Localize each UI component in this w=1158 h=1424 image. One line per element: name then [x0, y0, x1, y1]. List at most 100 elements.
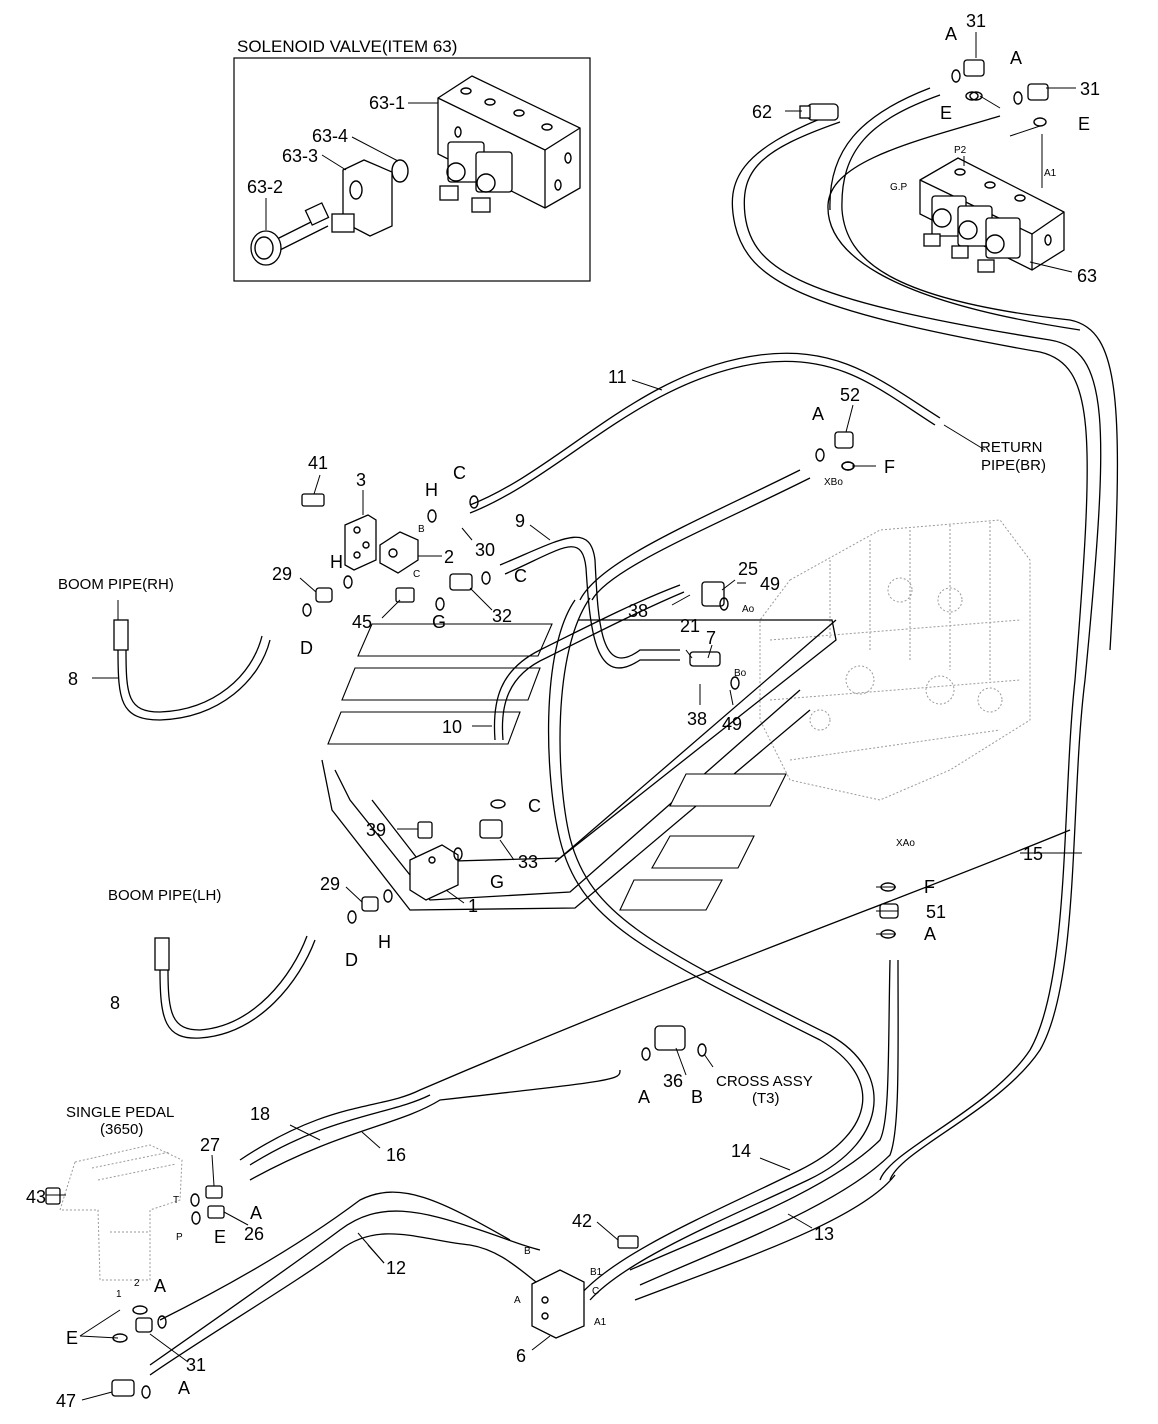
callout-62: 62 — [752, 102, 772, 122]
letter-c-lower: C — [528, 796, 541, 816]
letter-h-mid: H — [330, 552, 343, 572]
port-a1: A1 — [1044, 168, 1057, 179]
solenoid-box-title: SOLENOID VALVE(ITEM 63) — [237, 37, 457, 56]
letter-g-upper: G — [432, 612, 446, 632]
callout-25: 25 — [738, 559, 758, 579]
callout-12: 12 — [386, 1258, 406, 1278]
callout-31-lower: 31 — [186, 1355, 206, 1375]
letter-h-lower: H — [378, 932, 391, 952]
callout-2: 2 — [444, 547, 454, 567]
letter-d-upper: D — [300, 638, 313, 658]
callout-30: 30 — [475, 540, 495, 560]
callout-10: 10 — [442, 717, 462, 737]
callout-16: 16 — [386, 1145, 406, 1165]
part-callouts: 31 31 62 63 11 52 41 3 2 30 9 29 45 32 2… — [26, 11, 1100, 1411]
callout-31-top-left: 31 — [966, 11, 986, 31]
note-single-pedal-line2: (3650) — [100, 1121, 143, 1138]
port-b-block6: B — [524, 1246, 531, 1257]
callout-26: 26 — [244, 1224, 264, 1244]
letter-f-upper: F — [884, 457, 895, 477]
callout-63: 63 — [1077, 266, 1097, 286]
callout-29-lower: 29 — [320, 874, 340, 894]
letter-h-upper: H — [425, 480, 438, 500]
letter-a-52: A — [812, 404, 824, 424]
callout-39: 39 — [366, 820, 386, 840]
callout-42: 42 — [572, 1211, 592, 1231]
note-cross-assy-line1: CROSS ASSY — [716, 1073, 813, 1090]
callout-29-upper: 29 — [272, 564, 292, 584]
callout-8-upper: 8 — [68, 669, 78, 689]
callout-3: 3 — [356, 470, 366, 490]
letter-a-36: A — [638, 1087, 650, 1107]
port-2-pedal: 2 — [134, 1278, 140, 1289]
port-ao: Ao — [742, 604, 755, 615]
callout-45: 45 — [352, 612, 372, 632]
port-t-pedal: T — [173, 1195, 179, 1206]
callout-43: 43 — [26, 1187, 46, 1207]
letter-e-top-1: E — [940, 103, 952, 123]
port-a1-block6: A1 — [594, 1317, 607, 1328]
callout-47: 47 — [56, 1391, 76, 1411]
fittings — [45, 59, 1049, 1397]
port-b-block2: B — [418, 524, 425, 535]
callout-13: 13 — [814, 1224, 834, 1244]
callout-49-lower: 49 — [722, 714, 742, 734]
hoses — [117, 87, 1119, 1376]
callout-14: 14 — [731, 1141, 751, 1161]
callout-27: 27 — [200, 1135, 220, 1155]
letter-a-26: A — [250, 1203, 262, 1223]
port-b1-block6: B1 — [590, 1267, 603, 1278]
callout-32: 32 — [492, 606, 512, 626]
label-63-2: 63-2 — [247, 177, 283, 197]
note-return-pipe-line1: RETURN — [980, 439, 1043, 456]
letter-a-51: A — [924, 924, 936, 944]
letter-e-pedal: E — [66, 1328, 78, 1348]
callout-8-lower: 8 — [110, 993, 120, 1013]
diagram-notes: RETURN PIPE(BR) BOOM PIPE(RH) BOOM PIPE(… — [58, 439, 1046, 1138]
callout-36: 36 — [663, 1071, 683, 1091]
port-markings: XBo XAo Ao Bo B C B A B1 C A1 T P 1 2 — [116, 477, 915, 1328]
letter-a-top-2: A — [1010, 48, 1022, 68]
port-xao: XAo — [896, 838, 915, 849]
callout-15: 15 — [1023, 844, 1043, 864]
port-1-pedal: 1 — [116, 1289, 122, 1300]
callout-31-top-right: 31 — [1080, 79, 1100, 99]
label-63-1: 63-1 — [369, 93, 405, 113]
port-p-pedal: P — [176, 1232, 183, 1243]
solenoid-valve-63: P2 A1 G.P — [890, 134, 1073, 273]
note-single-pedal-line1: SINGLE PEDAL — [66, 1104, 174, 1121]
note-cross-assy-line2: (T3) — [752, 1090, 780, 1107]
letter-a-top-1: A — [945, 24, 957, 44]
callout-11: 11 — [608, 367, 627, 387]
letter-a-pedal: A — [154, 1276, 166, 1296]
port-xbo: XBo — [824, 477, 843, 488]
callout-21: 21 — [680, 616, 700, 636]
solenoid-valve-detail: SOLENOID VALVE(ITEM 63) — [233, 37, 591, 282]
callout-6: 6 — [516, 1346, 526, 1366]
main-control-valve-ghost — [759, 519, 1031, 801]
callout-38-upper: 38 — [628, 601, 648, 621]
letter-b-36: B — [691, 1087, 703, 1107]
letter-a-bottom: A — [178, 1378, 190, 1398]
port-c-block2: C — [413, 569, 420, 580]
label-63-4: 63-4 — [312, 126, 348, 146]
flow-arrows — [321, 619, 837, 911]
note-boom-pipe-rh: BOOM PIPE(RH) — [58, 576, 174, 593]
letter-e-26: E — [214, 1227, 226, 1247]
callout-33: 33 — [518, 852, 538, 872]
callout-7: 7 — [706, 628, 716, 648]
port-p2: P2 — [954, 145, 967, 156]
port-a-block6: A — [514, 1295, 521, 1306]
callout-49-upper: 49 — [760, 574, 780, 594]
port-bo: Bo — [734, 668, 747, 679]
letter-d-lower: D — [345, 950, 358, 970]
callout-52: 52 — [840, 385, 860, 405]
note-return-pipe-line2: PIPE(BR) — [981, 457, 1046, 474]
note-boom-pipe-lh: BOOM PIPE(LH) — [108, 887, 221, 904]
callout-9: 9 — [515, 511, 525, 531]
callout-51: 51 — [926, 902, 946, 922]
callout-1: 1 — [468, 896, 478, 916]
letter-c-mid: C — [514, 566, 527, 586]
port-c-block6: C — [592, 1286, 599, 1297]
